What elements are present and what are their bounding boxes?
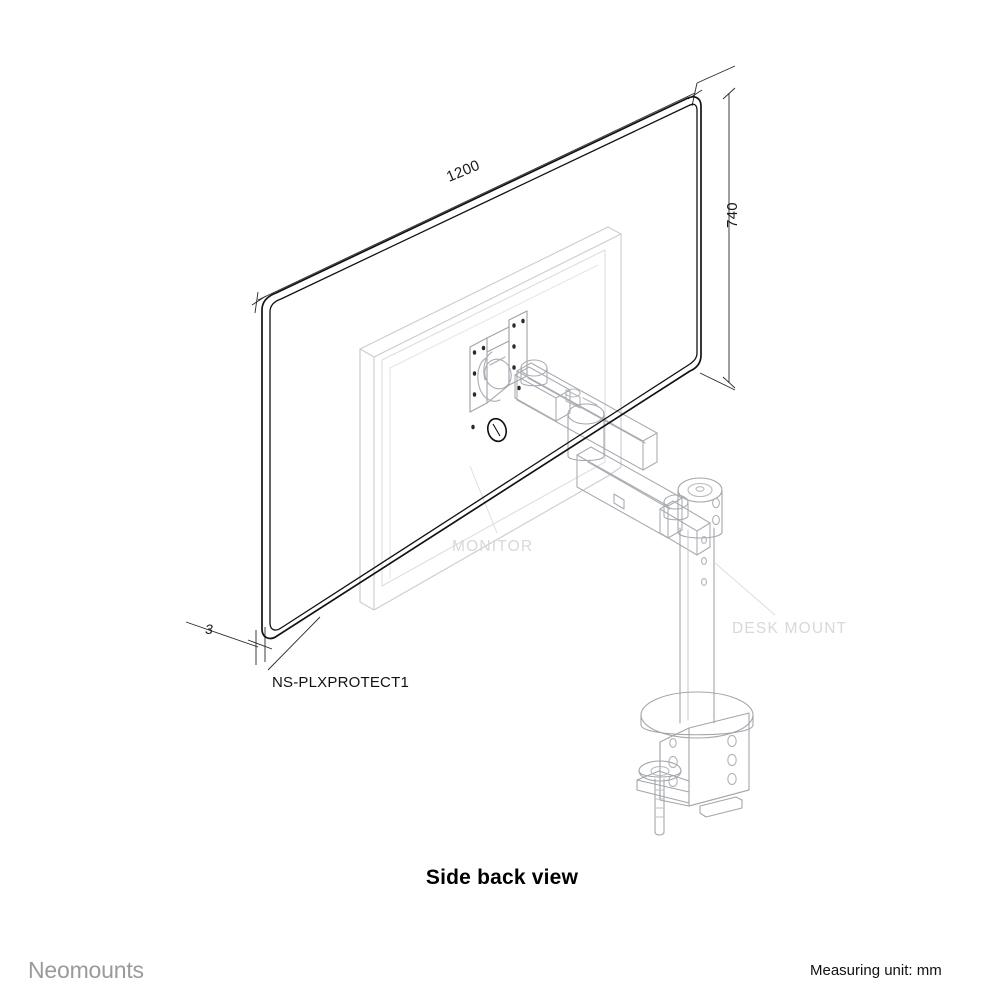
cable-grommet — [486, 417, 508, 443]
pole-tube — [679, 527, 715, 724]
leader-part-number — [267, 616, 321, 671]
vesa-screw-holes — [471, 318, 525, 430]
dim-3-line — [185, 621, 273, 665]
clamp-thumbscrew — [636, 760, 690, 836]
pole-collar — [677, 477, 723, 539]
brand-logo: Neomounts — [28, 957, 144, 983]
clamp-body — [659, 712, 750, 807]
elbow-joint — [567, 403, 605, 462]
arm-knob-lower — [659, 494, 711, 556]
part-number-label: NS-PLXPROTECT1 — [272, 674, 409, 691]
callout-monitor: MONITOR — [452, 538, 534, 555]
clamp-disc — [640, 691, 754, 739]
dimension-label-height: 740 — [724, 202, 741, 228]
dimension-lines — [185, 65, 736, 665]
vesa-plate — [469, 310, 528, 413]
callout-desk-mount: DESK MOUNT — [732, 620, 848, 637]
view-title: Side back view — [425, 866, 579, 889]
leader-monitor — [469, 465, 498, 534]
leader-desk-mount — [714, 562, 776, 616]
ghost-geometry — [359, 226, 754, 836]
clamp-foot — [699, 796, 743, 818]
upper-arm — [516, 362, 658, 471]
arm-bracket-detail — [565, 388, 598, 409]
dim-740-line — [696, 65, 736, 391]
leader-lines — [267, 465, 776, 671]
measuring-unit-note: Measuring unit: mm — [810, 962, 942, 979]
protection-panel — [261, 96, 702, 640]
clamp-holes — [668, 734, 737, 788]
monitor-body — [359, 226, 622, 611]
tilt-joint — [477, 351, 512, 402]
monitor-face-hint — [389, 264, 599, 579]
arm-knob-upper — [514, 359, 571, 422]
dimension-label-thickness: 3 — [205, 621, 214, 637]
pole-holes — [701, 536, 707, 586]
